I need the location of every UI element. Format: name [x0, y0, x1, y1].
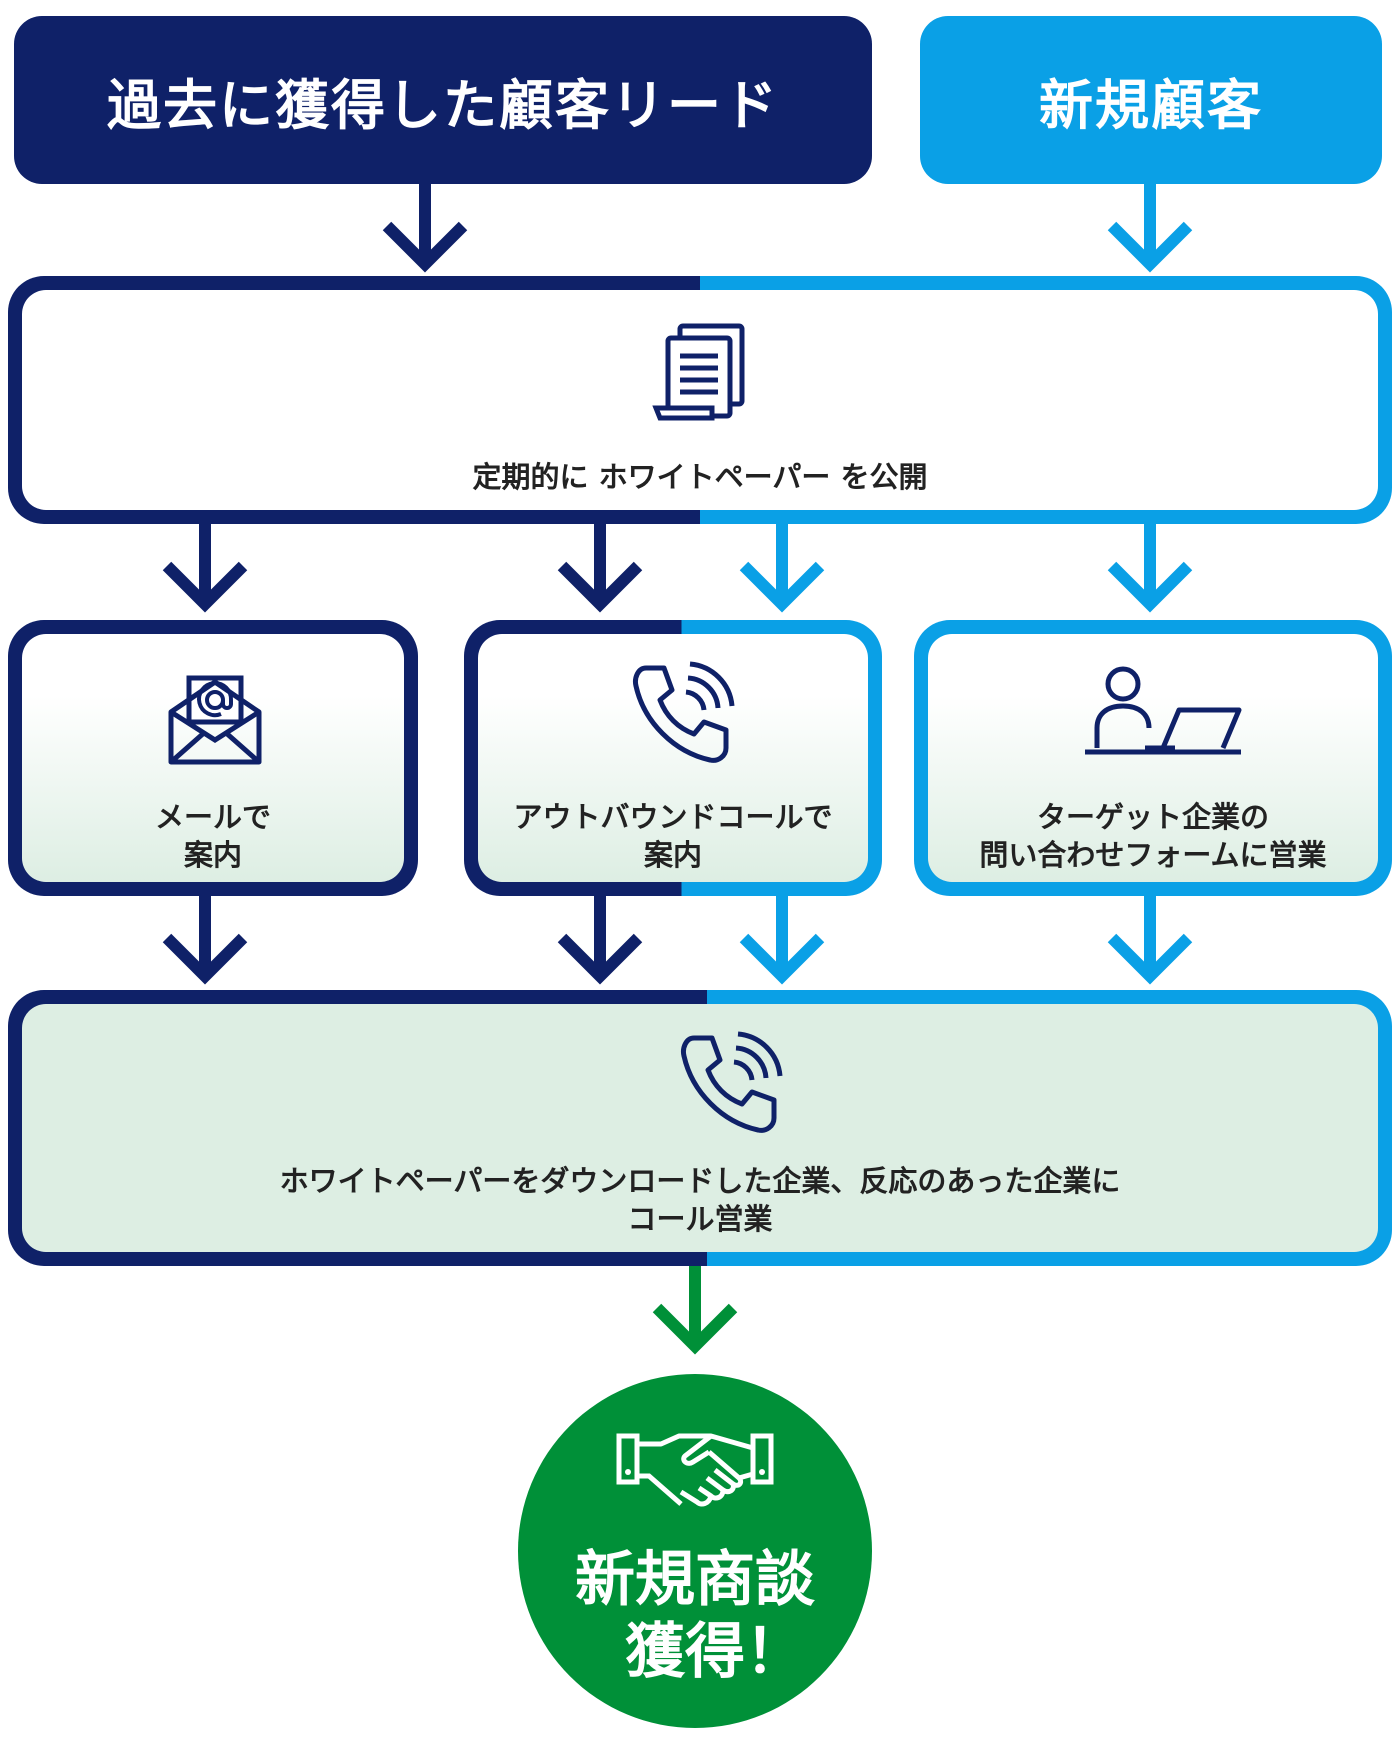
arrow-down-navy: [155, 896, 255, 986]
outbound-call-box: アウトバウンドコールで 案内: [464, 620, 882, 896]
email-label-line2: 案内: [183, 838, 242, 872]
arrow-down-navy: [155, 524, 255, 614]
form-label-line1: ターゲット企業の: [1036, 800, 1269, 834]
arrow-down-green: [645, 1266, 745, 1356]
email-icon: [165, 670, 265, 774]
handshake-icon: [615, 1426, 775, 1522]
publish-box: 定期的に ホワイトペーパー を公開: [8, 276, 1392, 524]
outbound-label-line1: アウトバウンドコールで: [513, 800, 833, 834]
outbound-label-line2: 案内: [643, 838, 702, 872]
publish-label: 定期的に ホワイトペーパー を公開: [472, 460, 928, 494]
email-box: メールで 案内: [8, 620, 418, 896]
call-sales-label-line2: コール営業: [627, 1202, 773, 1236]
form-label-line2: 問い合わせフォームに営業: [979, 838, 1327, 872]
call-sales-box: ホワイトペーパーをダウンロードした企業、反応のあった企業に コール営業: [8, 990, 1392, 1266]
arrow-down-navy: [550, 524, 650, 614]
email-label-line1: メールで: [154, 800, 271, 834]
arrow-down-lightblue: [1100, 184, 1200, 274]
call-sales-label-line1: ホワイトペーパーをダウンロードした企業、反応のあった企業に: [279, 1164, 1121, 1198]
phone-call-icon: [626, 660, 736, 774]
arrow-down-lightblue: [732, 524, 832, 614]
past-leads-title: 過去に獲得した顧客リード: [107, 73, 779, 137]
phone-call-icon: [674, 1030, 784, 1144]
goal-line1: 新規商談: [575, 1545, 815, 1615]
arrow-down-lightblue: [1100, 524, 1200, 614]
contact-form-box: ターゲット企業の 問い合わせフォームに営業: [914, 620, 1392, 896]
arrow-down-lightblue: [732, 896, 832, 986]
person-laptop-icon: [1083, 664, 1243, 768]
arrow-down-lightblue: [1100, 896, 1200, 986]
arrow-down-navy: [375, 184, 475, 274]
new-customers-header: 新規顧客: [920, 16, 1382, 184]
goal-circle: 新規商談 獲得！: [518, 1374, 872, 1728]
arrow-down-navy: [550, 896, 650, 986]
goal-line2: 獲得！: [625, 1617, 805, 1687]
document-stack-icon: [650, 316, 760, 430]
past-leads-header: 過去に獲得した顧客リード: [14, 16, 872, 184]
new-customers-title: 新規顧客: [1039, 73, 1263, 137]
